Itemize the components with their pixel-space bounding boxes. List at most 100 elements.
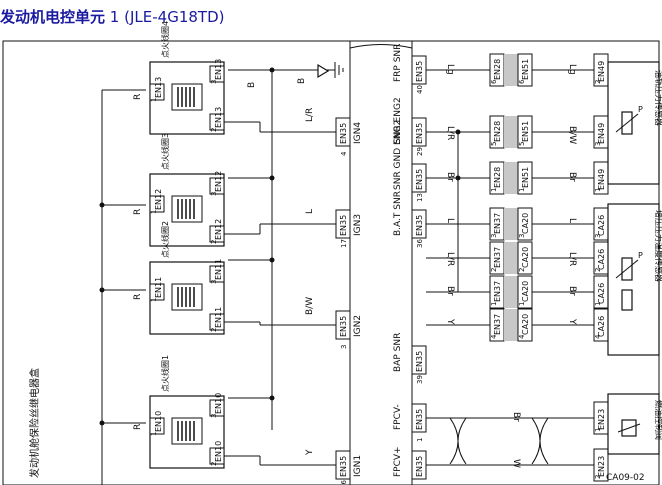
inline-conn-b: CA20 bbox=[521, 314, 530, 335]
coil-conn-top: EN11 bbox=[214, 259, 223, 280]
coil-pin-top: 3 bbox=[210, 414, 218, 418]
ecu-label: 发动机舱保险丝继电器盒 bbox=[28, 368, 41, 478]
page-title: 发动机电控单元 1 (JLE-4G18TD) bbox=[0, 6, 224, 27]
sensor-conn: CA26 bbox=[597, 215, 606, 236]
ecu-pin-conn: EN35 bbox=[415, 456, 424, 477]
wire-color-out: Br bbox=[567, 286, 577, 296]
ecu-pin-conn: EN35 bbox=[339, 123, 348, 144]
wire-color-out: Y bbox=[567, 318, 577, 325]
pressure-sensor-icon: P bbox=[615, 105, 643, 135]
coil-pin-left: 1 bbox=[150, 98, 158, 102]
wire-color-out: Br bbox=[567, 172, 577, 182]
inline-pin-a: 1 bbox=[490, 188, 498, 192]
ecu-pin-signal: IGN2 bbox=[353, 315, 363, 337]
inline-conn-a: EN28 bbox=[493, 167, 502, 188]
ecu-pin-signal: FRP SNR bbox=[393, 44, 403, 82]
coil-wire-color: B/W bbox=[305, 297, 315, 315]
sensor-label-1: 油轨压力传感器 bbox=[654, 70, 662, 126]
inline-conn-a: EN37 bbox=[493, 247, 502, 268]
ecu-pin-signal: BAP SNR bbox=[393, 333, 403, 372]
ecu-pin-conn: EN35 bbox=[415, 61, 424, 82]
wire-color-in: Br bbox=[445, 286, 455, 296]
inline-conn-a: EN28 bbox=[493, 59, 502, 80]
coil-conn-bot: EN10 bbox=[214, 441, 223, 462]
inline-conn-b: EN51 bbox=[521, 59, 530, 80]
wire-color-out: L bbox=[567, 218, 577, 223]
r-wire-label: R bbox=[133, 94, 143, 100]
wire-color-in: Y bbox=[445, 318, 455, 325]
coil-conn-left: EN11 bbox=[154, 277, 163, 298]
coil-wire-color: Y bbox=[305, 449, 315, 456]
inline-pin-b: 3 bbox=[518, 234, 526, 238]
ecu-pin-conn: EN35 bbox=[415, 351, 424, 372]
pressure-sensor-icon-2: P bbox=[615, 251, 643, 311]
coil-conn-top: EN10 bbox=[214, 393, 223, 414]
ecu-pin-signal: B.A.T SNR bbox=[393, 191, 403, 236]
ecu-pin-num: 29 bbox=[416, 147, 424, 156]
title-number: 1 bbox=[109, 8, 120, 26]
coil-conn-bot: EN11 bbox=[214, 307, 223, 328]
coil-pin-left: 1 bbox=[150, 298, 158, 302]
title-model: (JLE-4G18TD) bbox=[124, 8, 225, 26]
sensor-conn: EN49 bbox=[597, 169, 606, 190]
ecu-pin-num: 4 bbox=[340, 151, 348, 156]
sensor-pin: 2 bbox=[594, 268, 602, 272]
wire-color-out: L/R bbox=[567, 252, 577, 266]
wire-color-in: Lg bbox=[445, 64, 455, 75]
wire-color-in: L bbox=[445, 218, 455, 223]
coil-label: 点火线圈2 bbox=[160, 221, 170, 258]
coil-pin-left: 1 bbox=[150, 432, 158, 436]
ground-symbol bbox=[317, 62, 344, 79]
inline-pin-a: 6 bbox=[490, 79, 498, 84]
ecu-pin-fpcv-: EN354FPCV+ bbox=[393, 446, 427, 485]
ecu-pin-signal: SNR ENG2 bbox=[393, 97, 403, 144]
sensor-pin: 3 bbox=[594, 234, 602, 238]
twisted-pair-mark bbox=[531, 417, 541, 465]
wire-color-in: L/R bbox=[445, 252, 455, 266]
inline-conn-b: EN51 bbox=[521, 167, 530, 188]
sensor-conn: CA26 bbox=[597, 283, 606, 304]
coil-conn-bot: EN13 bbox=[214, 107, 223, 128]
ecu-pin-conn: EN35 bbox=[339, 456, 348, 477]
sensor-conn: EN49 bbox=[597, 123, 606, 144]
sensor-conn: CA26 bbox=[597, 249, 606, 270]
coil-conn-bot: EN12 bbox=[214, 219, 223, 240]
sensor-conn: EN23 bbox=[597, 456, 606, 477]
ecu-pin-conn: EN35 bbox=[415, 215, 424, 236]
ecu-name: 发动机舱保险丝继电器盒 bbox=[28, 368, 41, 478]
coil-pin-bot: 2 bbox=[210, 328, 218, 332]
coil-pin-top: 3 bbox=[210, 192, 218, 196]
coil-pin-top: 3 bbox=[210, 80, 218, 84]
ground-wire-label: B bbox=[247, 82, 257, 88]
wire-color-out: Lg bbox=[567, 64, 577, 75]
sensor-label-3: 燃油控制阀 bbox=[654, 400, 662, 440]
title-main: 发动机电控单元 bbox=[0, 8, 106, 26]
sensor-pin: 1 bbox=[594, 302, 602, 306]
inline-pin-a: 1 bbox=[490, 302, 498, 306]
coil-pin-bot: 2 bbox=[210, 240, 218, 244]
ecu-pin-conn: EN35 bbox=[415, 123, 424, 144]
coil-wire-color: L/R bbox=[305, 108, 315, 122]
inline-pin-a: 5 bbox=[490, 142, 498, 146]
inline-pin-b: 5 bbox=[518, 142, 526, 146]
ignition-coils: EN13EN13EN13132点火线圈4L/REN12EN12EN12132点火… bbox=[149, 21, 350, 469]
coil-conn-left: EN12 bbox=[154, 189, 163, 210]
sensor-conn: EN49 bbox=[597, 61, 606, 82]
sensor-box-bap bbox=[607, 203, 660, 356]
wire-color-out: B/W bbox=[567, 126, 577, 144]
inline-conn-a: EN37 bbox=[493, 281, 502, 302]
inline-conn-b: EN51 bbox=[521, 121, 530, 142]
